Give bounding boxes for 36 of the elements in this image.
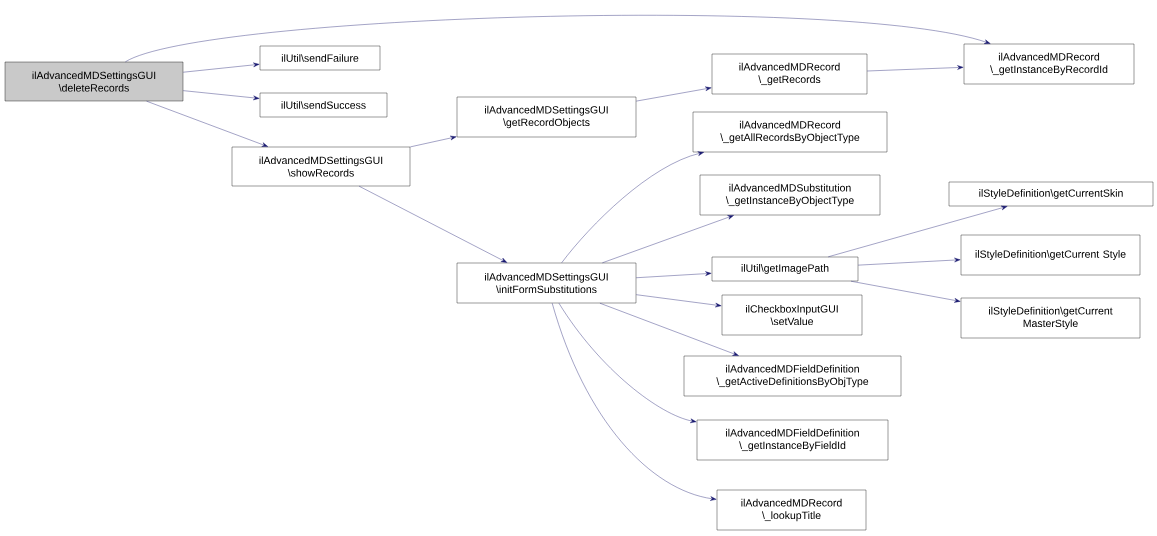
function-box: ilAdvancedMDSettingsGUI \deleteRecords <box>4 61 184 102</box>
call-arrow <box>828 205 1008 257</box>
function-box: ilAdvancedMDSubstitution \_getInstanceByObjectType <box>699 174 881 216</box>
function-box: ilStyleDefinition\getCurrentSkin <box>948 181 1154 207</box>
function-box: ilAdvancedMDSettingsGUI \showRecords <box>231 146 411 187</box>
function-box: ilAdvancedMDRecord \_getRecords <box>711 53 868 95</box>
call-arrow <box>183 62 260 73</box>
call-arrow <box>636 86 712 102</box>
function-box: ilCheckboxInputGUI \setValue <box>721 294 863 336</box>
call-arrow <box>125 15 991 62</box>
call-arrow <box>867 65 964 72</box>
call-arrow <box>636 294 722 308</box>
function-box: ilAdvancedMDRecord \_getInstanceByRecordId <box>963 43 1135 85</box>
call-arrow <box>146 101 269 147</box>
call-arrow <box>858 257 961 266</box>
function-box: ilAdvancedMDFieldDefinition \_getInstanceByFieldId <box>696 419 889 461</box>
function-box: ilAdvancedMDSettingsGUI \initFormSubstitutions <box>456 262 637 304</box>
call-arrow <box>551 303 717 501</box>
call-arrow <box>561 151 704 263</box>
call-arrow <box>358 186 508 263</box>
function-box: ilUtil\sendSuccess <box>259 92 388 118</box>
function-box: ilUtil\sendFailure <box>259 45 381 71</box>
call-arrow <box>599 303 739 356</box>
function-box: ilStyleDefinition\getCurrent Style <box>960 234 1141 276</box>
call-arrow <box>850 281 961 303</box>
call-arrow <box>602 215 734 263</box>
function-box: ilStyleDefinition\getCurrent MasterStyle <box>960 297 1141 339</box>
function-box: ilAdvancedMDRecord \_lookupTitle <box>716 489 867 531</box>
call-arrow <box>558 303 697 423</box>
call-arrow <box>183 90 260 101</box>
function-box: ilAdvancedMDFieldDefinition \_getActiveDefinitionsByObjType <box>683 355 902 397</box>
call-arrow <box>410 135 457 148</box>
function-box: ilAdvancedMDSettingsGUI \getRecordObjects <box>456 96 637 138</box>
call-arrow <box>636 271 712 278</box>
function-box: ilAdvancedMDRecord \_getAllRecordsByObjectType <box>692 111 888 153</box>
function-box: ilUtil\getImagePath <box>711 256 859 282</box>
